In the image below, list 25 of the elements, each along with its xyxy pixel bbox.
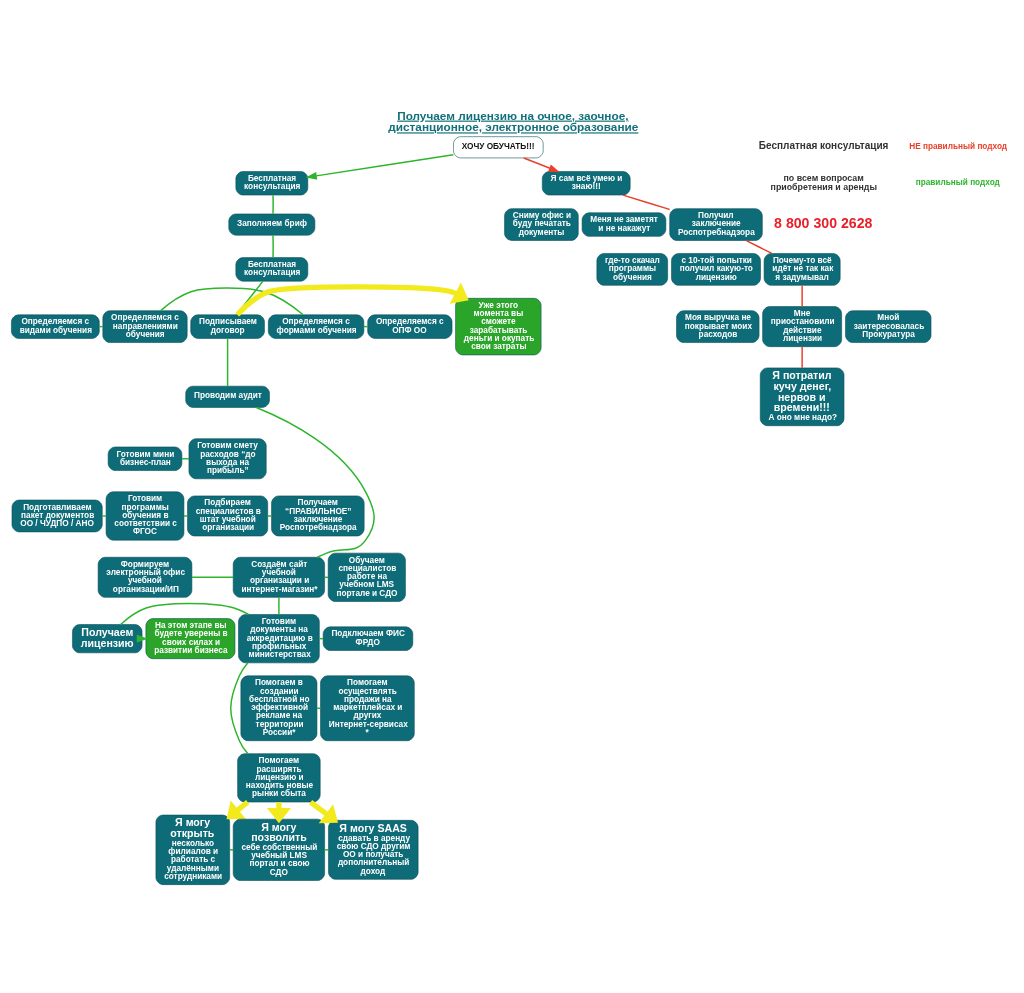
connector	[621, 194, 670, 211]
connector	[323, 849, 329, 851]
connector	[226, 337, 228, 387]
connector	[101, 515, 107, 517]
label: по всем вопросам приобретения и аренды	[770, 172, 877, 192]
connector	[800, 284, 803, 308]
arrow	[308, 800, 338, 824]
arrow	[522, 157, 560, 173]
connector	[159, 287, 304, 316]
connector	[228, 849, 234, 851]
connector	[182, 515, 188, 517]
connector	[190, 576, 234, 579]
connector	[229, 662, 248, 755]
diagram-title: Получаем лицензию на очное, заочное, дистанционное, электронное образование	[387, 108, 638, 134]
label: Бесплатная консультация	[758, 140, 888, 152]
label: 8 800 300 2628	[773, 214, 872, 231]
connector	[271, 234, 274, 259]
connector	[800, 346, 803, 369]
connector	[745, 239, 772, 255]
arrow	[305, 154, 454, 180]
connector	[277, 596, 280, 616]
connector	[119, 602, 249, 626]
connector	[271, 194, 274, 215]
connector	[266, 515, 272, 517]
connector	[255, 406, 375, 558]
